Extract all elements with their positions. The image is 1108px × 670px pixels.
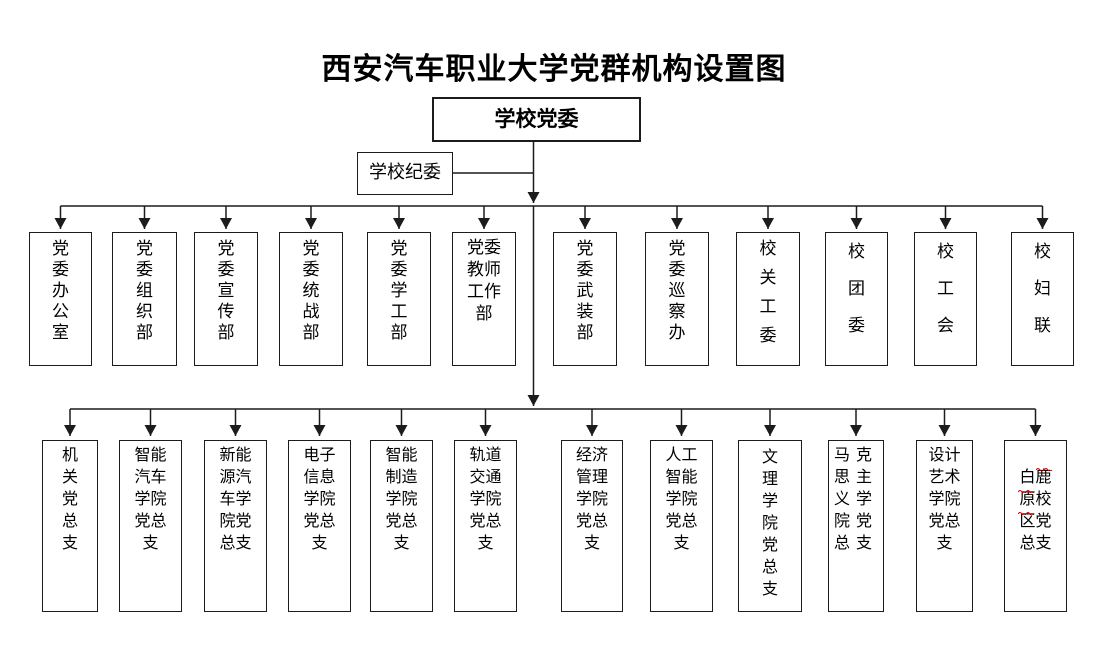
node-armed-forces-dept: 党 委 武 装 部 [553,232,617,366]
node-branch-bailuyuan-campus: 白鹿 原校 区党 总支 [1004,440,1067,612]
node-branch-intelligent-vehicle: 智能 汽车 学院 党总 支 [119,440,182,612]
spellcheck-squiggle [1035,467,1053,472]
node-student-work-dept: 党 委 学 工 部 [367,232,431,366]
node-branch-arts-sciences: 文 理 学 院 党 总 支 [738,440,802,612]
node-branch-electronic-info: 电子 信息 学院 党总 支 [288,440,351,612]
node-school-party-committee: 学校党委 [432,97,641,142]
node-united-front-dept: 党 委 统 战 部 [279,232,343,366]
node-teacher-work-dept: 党委 教师 工作 部 [452,232,516,366]
node-branch-bailuyuan-campus-label: 白鹿 原校 区党 总支 [1019,469,1052,552]
node-branch-design-arts: 设计 艺术 学院 党总 支 [916,440,973,612]
node-branch-new-energy-vehicle: 新能 源汽 车学 院党 总支 [204,440,267,612]
node-branch-rail-transit: 轨道 交通 学院 党总 支 [454,440,517,612]
node-care-next-gen-committee: 校 关 工 委 [736,232,800,366]
node-branch-economic-mgmt: 经济 管理 学院 党总 支 [561,440,623,612]
node-school-discipline-committee: 学校纪委 [357,152,453,195]
node-labor-union: 校 工 会 [914,232,977,366]
node-party-office: 党 委 办 公 室 [29,232,92,366]
node-organization-dept: 党 委 组 织 部 [112,232,177,366]
spellcheck-squiggle [1017,511,1035,516]
node-branch-ai: 人工 智能 学院 党总 支 [650,440,713,612]
node-branch-marxism: 马克 思主 义学 院党 总支 [828,440,884,612]
node-inspection-office: 党 委 巡 察 办 [645,232,709,366]
node-youth-league: 校 团 委 [825,232,888,366]
node-propaganda-dept: 党 委 宣 传 部 [194,232,258,366]
node-branch-intelligent-mfg: 智能 制造 学院 党总 支 [370,440,433,612]
spellcheck-squiggle [1017,489,1035,494]
node-branch-administration: 机 关 党 总 支 [42,440,98,612]
chart-title: 西安汽车职业大学党群机构设置图 [321,53,787,86]
node-womens-federation: 校 妇 联 [1011,232,1074,366]
